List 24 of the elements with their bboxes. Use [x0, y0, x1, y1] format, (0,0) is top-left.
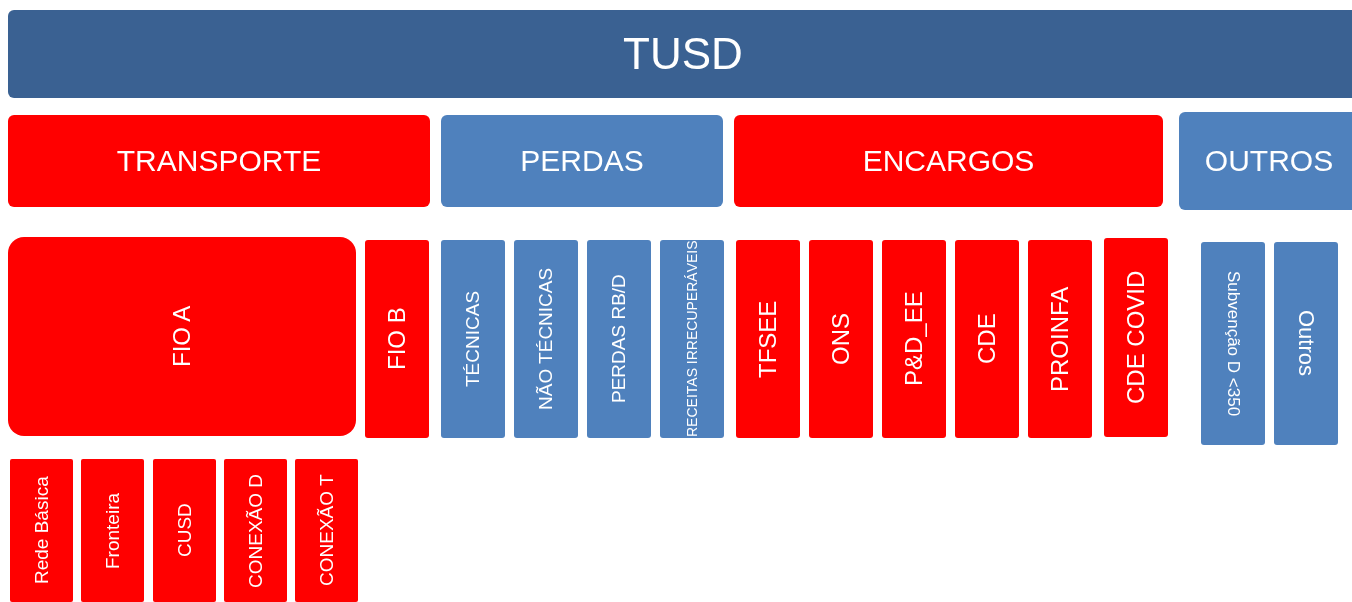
component-box: CDE [955, 240, 1019, 438]
component-box: RECEITAS IRRECUPERÁVEIS [660, 240, 724, 438]
component-box: ONS [809, 240, 873, 438]
category-bar: TRANSPORTE [8, 115, 430, 207]
component-box: P&D_EE [882, 240, 946, 438]
component-box: NÃO TÉCNICAS [514, 240, 578, 438]
component-box: PROINFA [1028, 240, 1092, 438]
component-box: FIO B [365, 240, 429, 438]
category-bar: OUTROS [1179, 112, 1352, 210]
component-box: Subvenção D <350 [1201, 242, 1265, 445]
header-bar: TUSD [8, 10, 1352, 98]
component-box: FIO A [8, 237, 356, 436]
category-bar: PERDAS [441, 115, 723, 207]
sub-component-box: CUSD [153, 459, 216, 602]
component-box: TÉCNICAS [441, 240, 505, 438]
sub-component-box: CONEXÃO T [295, 459, 358, 602]
component-box: TFSEE [736, 240, 800, 438]
sub-component-box: Rede Básica [10, 459, 73, 602]
component-box: CDE COVID [1104, 238, 1168, 437]
sub-component-box: CONEXÃO D [224, 459, 287, 602]
sub-component-box: Fronteira [81, 459, 144, 602]
component-box: PERDAS RB/D [587, 240, 651, 438]
component-box: Outros [1274, 242, 1338, 445]
category-bar: ENCARGOS [734, 115, 1163, 207]
